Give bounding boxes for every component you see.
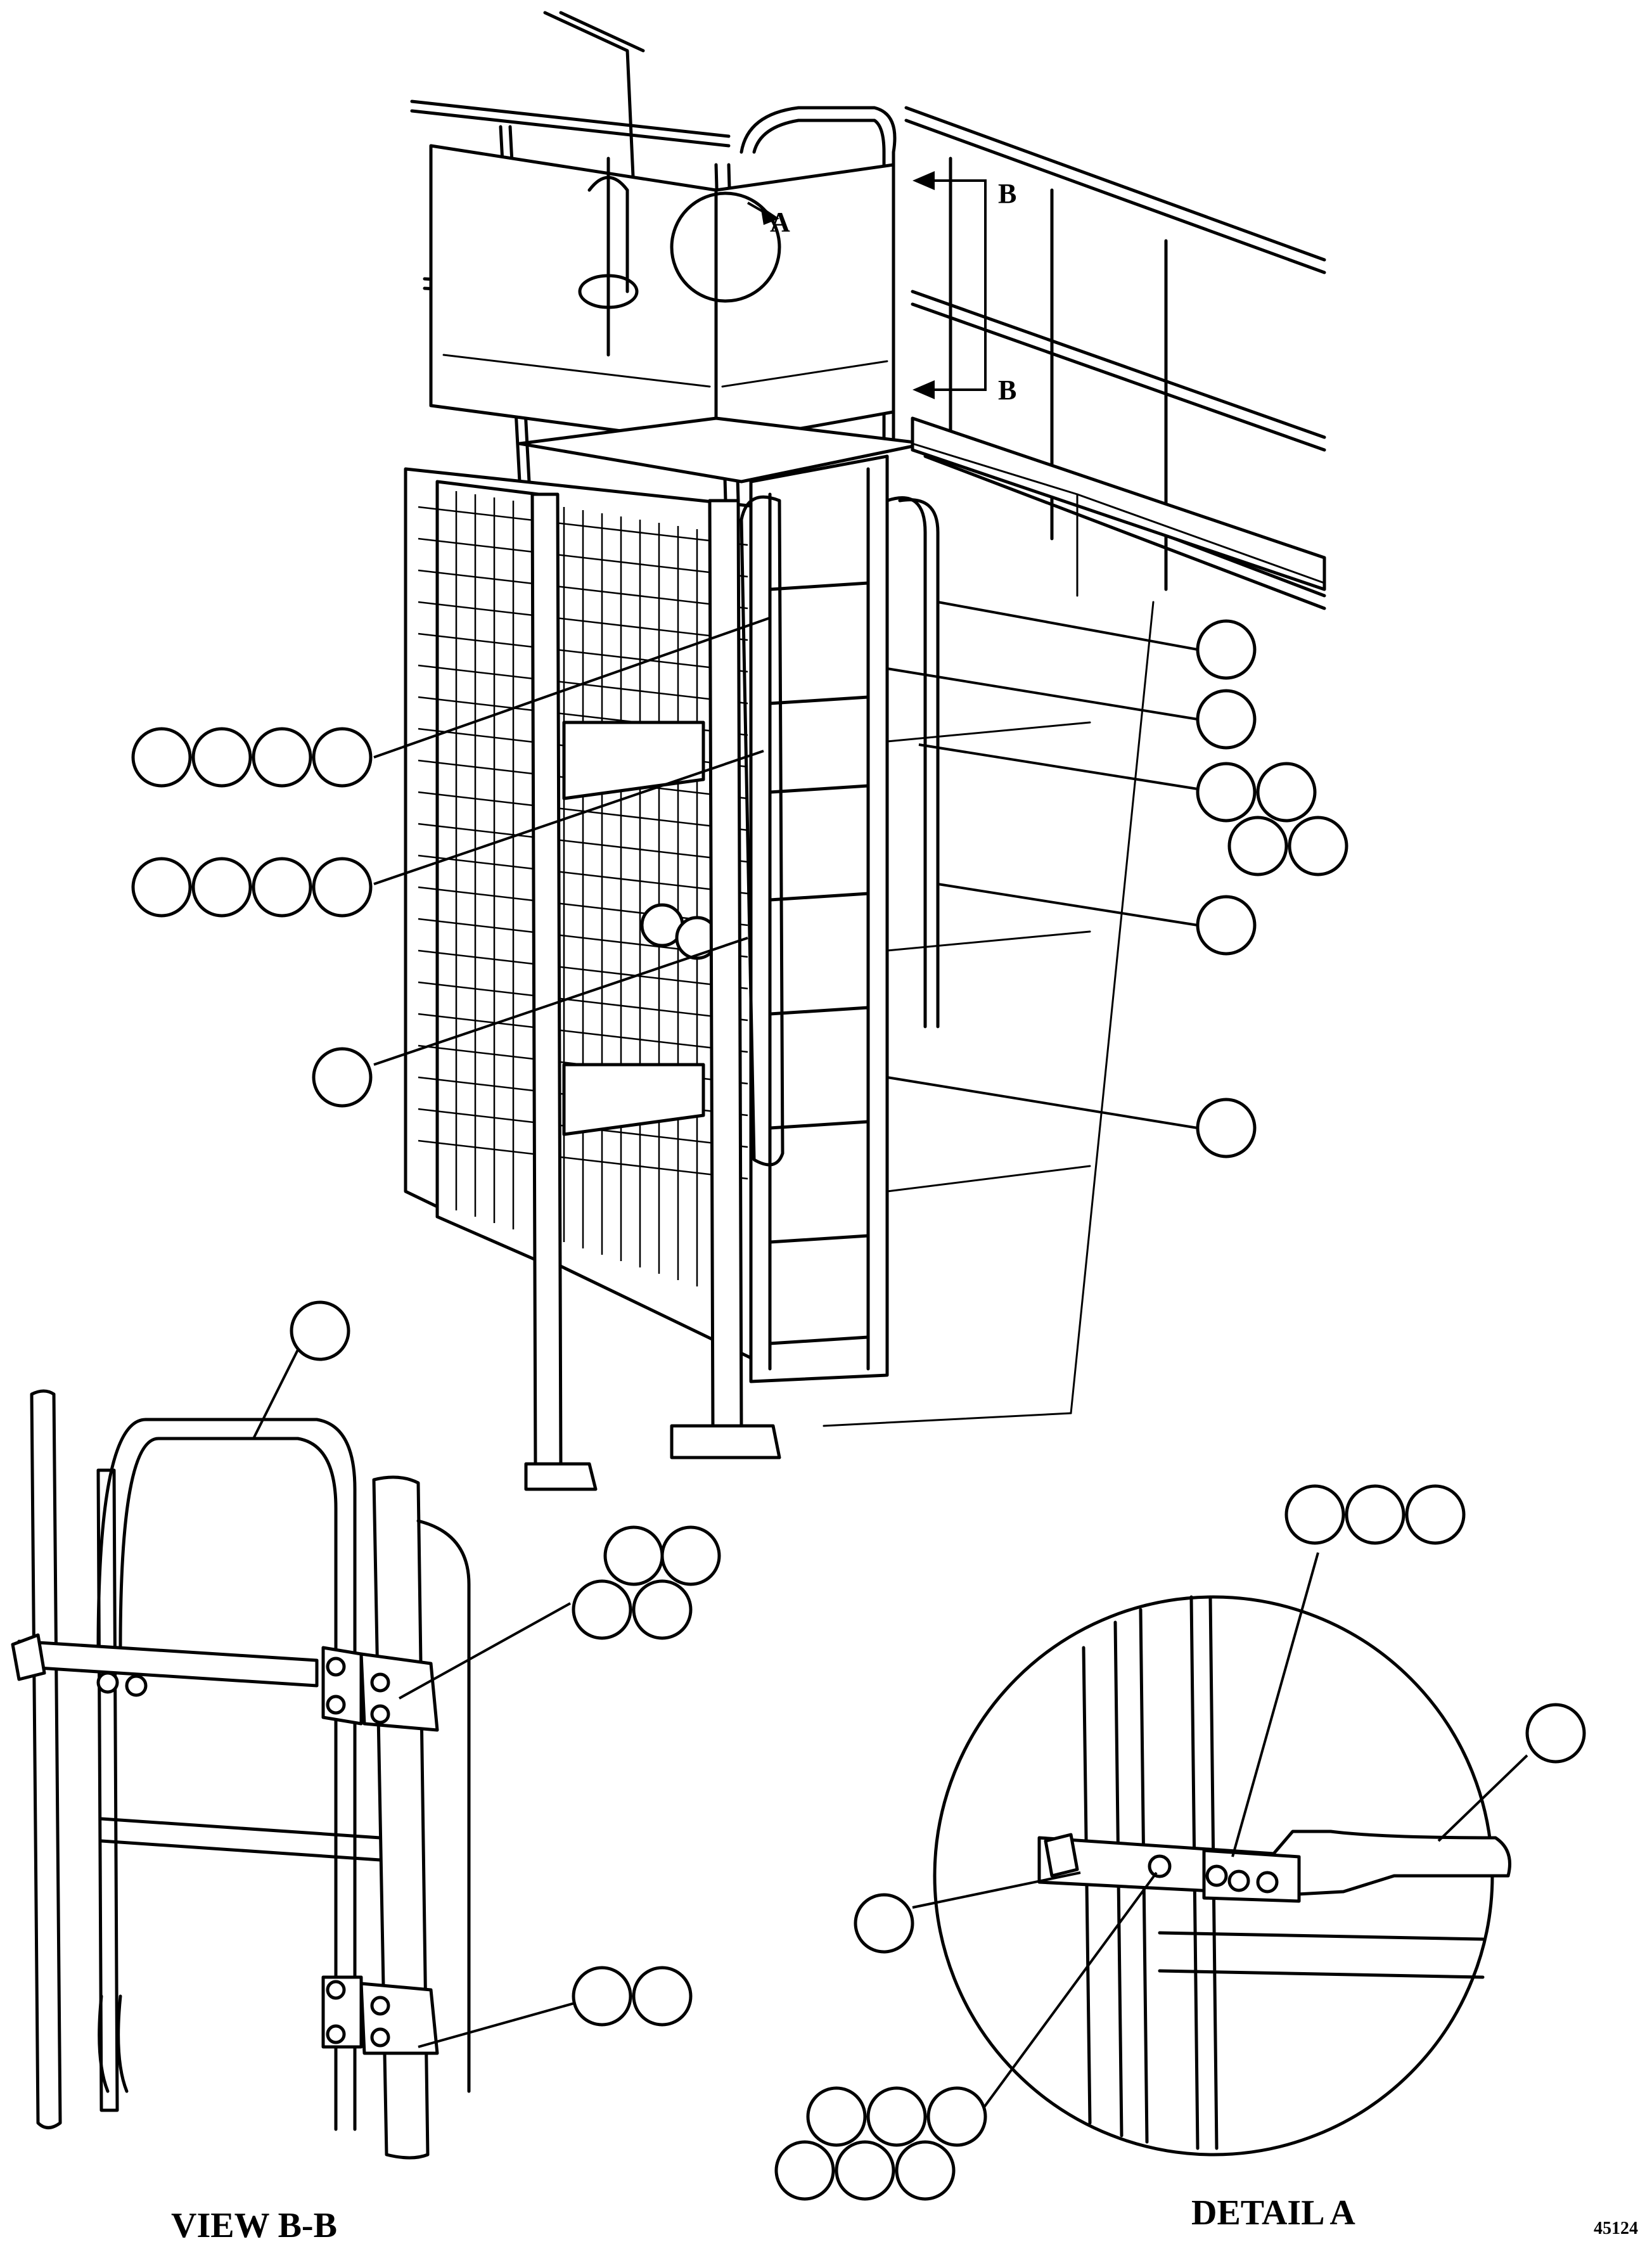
callout-balloon <box>1345 1484 1405 1545</box>
upper-platform <box>429 144 927 484</box>
section-b-b-marker: B B <box>912 171 1016 406</box>
callout-balloon <box>660 1525 721 1586</box>
ladder <box>740 454 1091 1383</box>
callout-balloon <box>926 2086 987 2147</box>
callout-balloon <box>191 857 252 918</box>
main-assembly: B B A <box>131 11 1348 1491</box>
section-letter-b-top: B <box>998 178 1016 209</box>
view-b-b: VIEW B-B <box>11 1300 721 2245</box>
detail-letter-a: A <box>770 207 790 238</box>
callout-balloon <box>131 727 192 788</box>
grated-cabinet <box>404 467 762 1364</box>
detail-a: DETAIL A <box>774 1484 1586 2233</box>
callout-balloon <box>854 1893 914 1954</box>
callout-balloon <box>835 2140 895 2201</box>
callout-balloon <box>632 1966 693 2027</box>
callout-balloon <box>774 2140 835 2201</box>
callout-balloon <box>312 1047 373 1108</box>
callout-balloon <box>866 2086 927 2147</box>
callout-balloon <box>290 1300 350 1361</box>
callout-balloon <box>1196 895 1257 956</box>
callout-balloon <box>1196 762 1257 823</box>
main-leaders <box>373 601 1198 1129</box>
callout-balloon <box>252 857 312 918</box>
main-balloons <box>131 619 1348 1158</box>
callout-balloon <box>1288 816 1348 876</box>
callout-balloon <box>806 2086 867 2147</box>
callout-balloon <box>252 727 312 788</box>
callout-balloon <box>1227 816 1288 876</box>
callout-balloon <box>131 857 192 918</box>
section-letter-b-bottom: B <box>998 375 1016 406</box>
view-bb-label: VIEW B-B <box>171 2206 337 2245</box>
callout-balloon <box>1196 619 1257 680</box>
drawing-number: 45124 <box>1594 2219 1638 2238</box>
callout-balloon <box>632 1579 693 1640</box>
callout-balloon <box>1405 1484 1466 1545</box>
side-walkway <box>823 416 1326 1427</box>
callout-balloon <box>1256 762 1317 823</box>
support-legs <box>524 492 781 1491</box>
detail-a-marker: A <box>670 191 790 303</box>
callout-balloon <box>1284 1484 1345 1545</box>
callout-balloon <box>1525 1703 1586 1764</box>
callout-balloon <box>572 1579 632 1640</box>
callout-balloon <box>572 1966 632 2027</box>
callout-balloon <box>895 2140 956 2201</box>
callout-balloon <box>1196 689 1257 750</box>
callout-balloon <box>312 727 373 788</box>
callout-balloon <box>312 857 373 918</box>
callout-balloon <box>603 1525 664 1586</box>
callout-balloon <box>1196 1098 1257 1158</box>
callout-balloon <box>191 727 252 788</box>
detail-a-label: DETAIL A <box>1191 2193 1355 2233</box>
